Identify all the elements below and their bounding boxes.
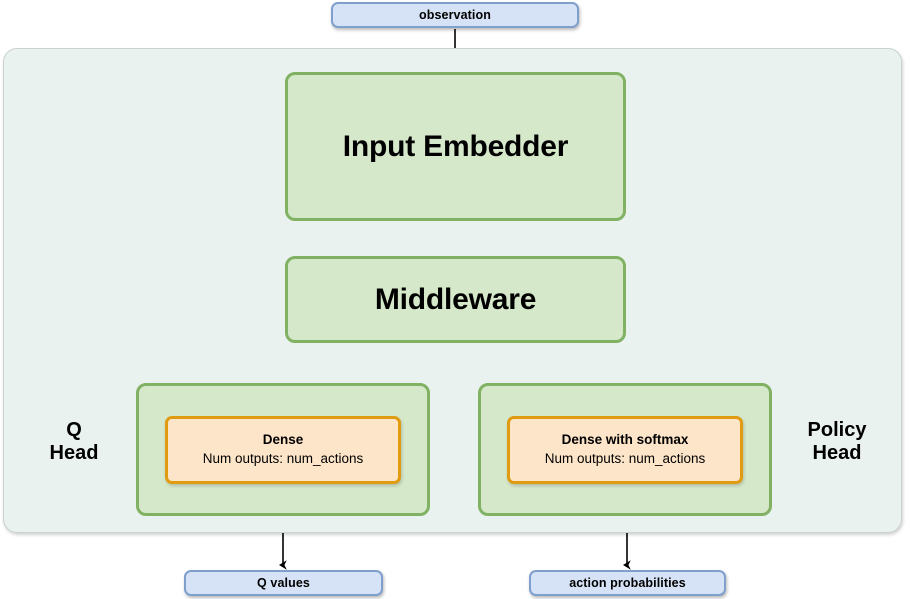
input-observation-label: observation <box>419 8 491 22</box>
head-group-policy[interactable]: Dense with softmax Num outputs: num_acti… <box>478 383 772 516</box>
dense-box-policy[interactable]: Dense with softmax Num outputs: num_acti… <box>507 415 743 484</box>
input-observation-box[interactable]: observation <box>331 2 579 28</box>
block-middleware[interactable]: Middleware <box>285 256 626 343</box>
output-action-probabilities-box[interactable]: action probabilities <box>529 570 726 596</box>
dense-box-q[interactable]: Dense Num outputs: num_actions <box>165 415 401 484</box>
block-middleware-label: Middleware <box>374 282 537 316</box>
dense-box-policy-subtitle: Num outputs: num_actions <box>544 450 706 466</box>
caption-q-head: Q Head <box>49 419 99 464</box>
dense-box-q-title: Dense <box>262 432 304 448</box>
output-q-values-label: Q values <box>257 576 310 590</box>
block-input-embedder-label: Input Embedder <box>342 129 569 163</box>
dense-box-q-subtitle: Num outputs: num_actions <box>202 450 364 466</box>
output-action-probabilities-label: action probabilities <box>569 576 686 590</box>
block-input-embedder[interactable]: Input Embedder <box>285 72 626 221</box>
caption-policy-head: Policy Head <box>807 419 867 464</box>
head-group-q[interactable]: Dense Num outputs: num_actions <box>136 383 430 516</box>
dense-box-policy-title: Dense with softmax <box>561 432 689 448</box>
output-q-values-box[interactable]: Q values <box>184 570 383 596</box>
